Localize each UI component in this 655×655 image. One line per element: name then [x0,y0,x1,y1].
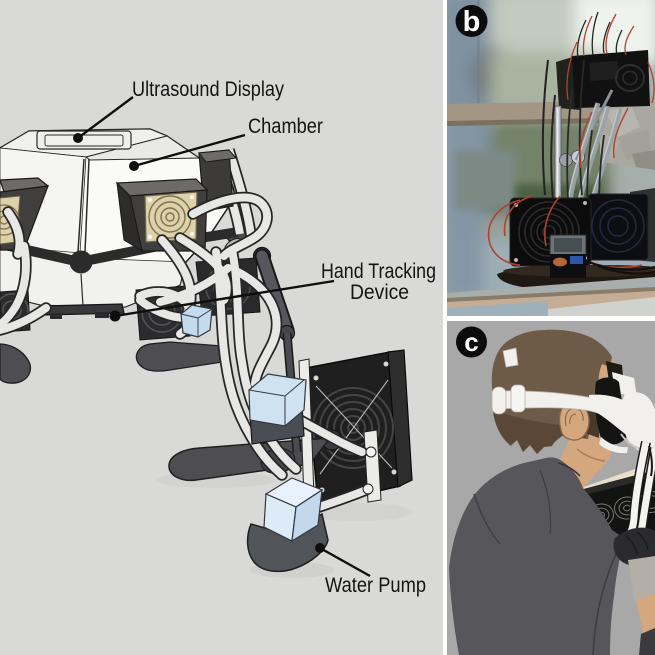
svg-text:Chamber: Chamber [248,115,323,138]
svg-text:Hand Tracking: Hand Tracking [321,260,436,283]
svg-text:Ultrasound Display: Ultrasound Display [132,78,284,101]
svg-text:Device: Device [350,281,409,304]
svg-text:Water Pump: Water Pump [325,574,426,597]
svg-text:c: c [464,327,478,357]
svg-text:b: b [463,6,481,38]
